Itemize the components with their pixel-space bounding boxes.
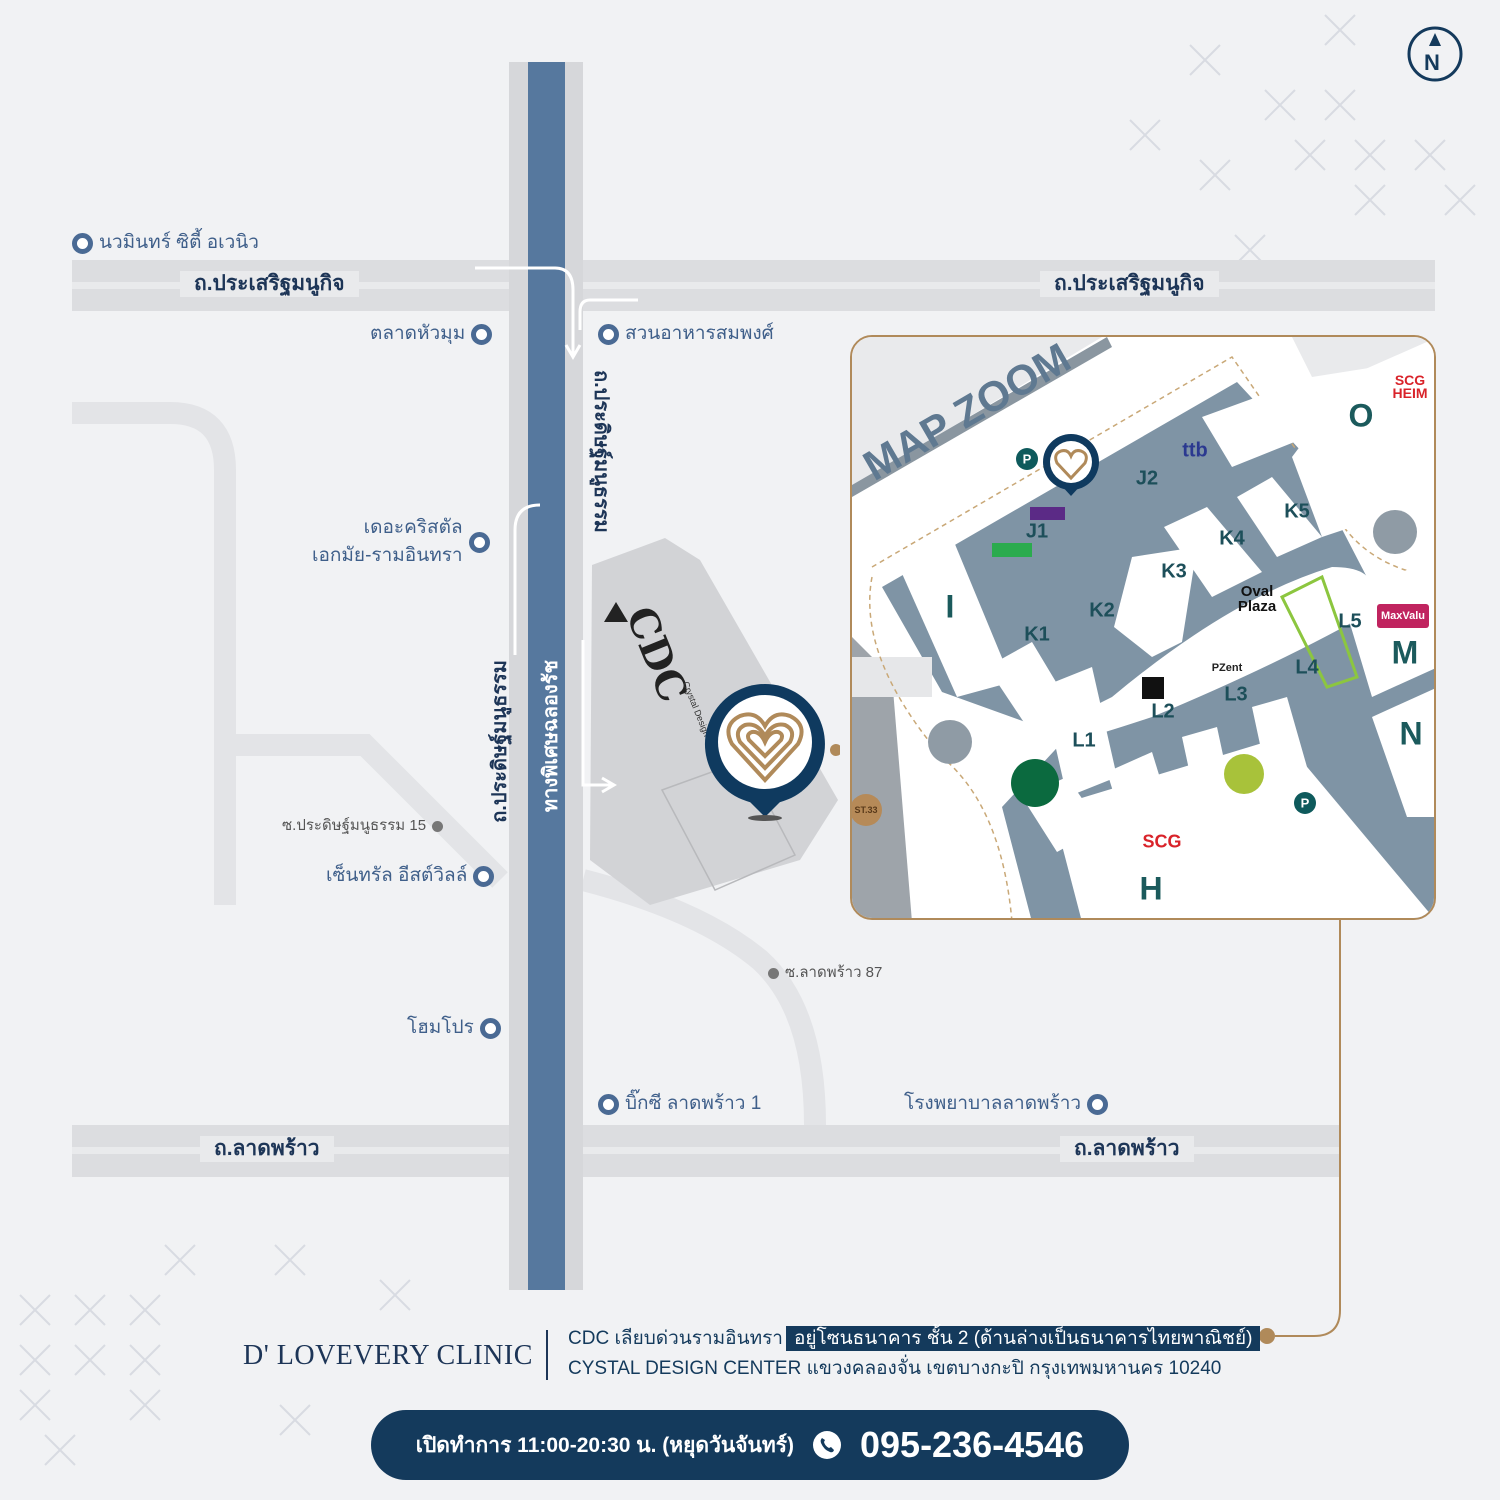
road-label: ถ.ประเสริฐมนูกิจ xyxy=(180,271,359,297)
dot-marker-icon xyxy=(768,967,779,979)
road-label: ถ.ลาดพร้าว xyxy=(1060,1136,1194,1162)
address: CDC เลียบด่วนรามอินทราอยู่โซนธนาคาร ชั้น… xyxy=(568,1325,1261,1383)
block-k3: K3 xyxy=(1161,560,1187,583)
block-k5: K5 xyxy=(1284,500,1310,523)
parking-icon xyxy=(1016,448,1038,470)
maxvalu-logo xyxy=(1377,604,1429,628)
parking-icon xyxy=(1294,792,1316,814)
location-marker-icon xyxy=(473,865,495,887)
block-o: O xyxy=(1348,397,1374,434)
pin-shadow xyxy=(748,815,782,821)
place-soi-87: ซ.ลาดพร้าว 87 xyxy=(768,962,882,984)
parking-label: P xyxy=(1022,451,1032,467)
st33-icon xyxy=(852,794,882,826)
block-n: N xyxy=(1399,715,1423,752)
block-l5: L5 xyxy=(1338,610,1362,633)
location-marker-icon xyxy=(1087,1093,1109,1115)
place-the-crystal: เดอะคริสตัลเอกมัย-รามอินทรา xyxy=(312,517,490,567)
contact-bar: เปิดทำการ 11:00-20:30 น. (หยุดวันจันทร์)… xyxy=(371,1410,1129,1480)
map-zoom-panel: MAP ZOOM J2 J1 I K1 K2 K3 K4 K5 L5 M L4 … xyxy=(850,335,1436,920)
dot-marker-icon xyxy=(432,820,444,832)
location-marker-icon xyxy=(479,1017,501,1039)
oval-plaza-label: Oval Plaza xyxy=(1237,583,1277,615)
clinic-location-pin[interactable] xyxy=(700,680,840,825)
place-soi-15: ซ.ประดิษฐ์มนูธรรม 15 xyxy=(282,815,444,837)
pet-park-icon xyxy=(1224,754,1264,794)
side-road-label: ถ.ประดิษฐ์มนูธรรม xyxy=(590,370,612,533)
road-label: ถ.ประเสริฐมนูกิจ xyxy=(1040,271,1219,297)
block-l3: L3 xyxy=(1224,683,1248,706)
location-marker-icon xyxy=(72,232,93,254)
location-marker-icon xyxy=(471,323,493,345)
block-m: M xyxy=(1391,634,1419,671)
parking-label: P xyxy=(1300,795,1310,811)
kasikorn-logo xyxy=(992,543,1032,557)
road-label: ถ.ลาดพร้าว xyxy=(200,1136,334,1162)
pzent-logo: PZent xyxy=(1211,662,1243,674)
block-k4: K4 xyxy=(1219,527,1245,550)
fish-pond-icon xyxy=(1373,510,1417,554)
place-central-eastville: เซ็นทรัล อีสต์วิลล์ xyxy=(326,865,495,887)
location-marker-icon xyxy=(468,531,490,553)
heart-logo-icon xyxy=(1054,449,1088,481)
st33-label: ST.33 xyxy=(854,805,878,815)
scg-heim-logo: SCG HEIM xyxy=(1392,372,1428,401)
phone-icon xyxy=(813,1431,841,1459)
store-logo xyxy=(1142,677,1164,699)
block-l2: L2 xyxy=(1151,700,1175,723)
place-homepro: โฮมโปร xyxy=(407,1017,501,1039)
place-hospital: โรงพยาบาลลาดพร้าว xyxy=(904,1093,1109,1115)
block-j2: J2 xyxy=(1135,467,1159,490)
heart-logo-icon xyxy=(726,712,804,783)
block-l1: L1 xyxy=(1072,729,1096,752)
place-market: ตลาดหัวมุม xyxy=(370,323,493,345)
place-nawamin-city-avenue: นวมินทร์ ซิตี้ อเวนิว xyxy=(72,232,259,254)
scb-logo xyxy=(1030,507,1065,520)
block-h: H xyxy=(1139,870,1163,907)
block-j1: J1 xyxy=(1025,520,1049,543)
location-marker-icon xyxy=(598,323,619,345)
block-i: I xyxy=(945,588,955,625)
block-k2: K2 xyxy=(1089,599,1115,622)
divider xyxy=(546,1330,548,1380)
north-compass-icon xyxy=(1407,26,1463,82)
opening-hours: เปิดทำการ 11:00-20:30 น. (หยุดวันจันทร์) xyxy=(415,1433,794,1457)
zoom-map-drawing xyxy=(852,337,1434,918)
cdc-triangle-icon xyxy=(604,602,628,622)
place-bigc: บิ๊กซี ลาดพร้าว 1 xyxy=(598,1093,761,1115)
phone-number[interactable]: 095-236-4546 xyxy=(860,1424,1085,1465)
decorative-crosses xyxy=(19,14,1476,1466)
bird-icon xyxy=(928,720,972,764)
scg-experience-logo: SCG xyxy=(1142,831,1182,852)
ttb-logo: ttb xyxy=(1182,439,1208,462)
maxvalu-label: MaxValu xyxy=(1380,610,1426,622)
place-food-park: สวนอาหารสมพงศ์ xyxy=(598,323,774,345)
block-k1: K1 xyxy=(1024,623,1050,646)
starbucks-icon xyxy=(1011,759,1059,807)
address-highlight: อยู่โซนธนาคาร ชั้น 2 (ด้านล่างเป็นธนาคาร… xyxy=(785,1326,1261,1351)
clinic-name: D' LOVEVERY CLINIC xyxy=(243,1340,533,1371)
location-marker-icon xyxy=(598,1093,619,1115)
compass-north-label: N xyxy=(1424,50,1440,75)
clinic-pin-small[interactable] xyxy=(1040,432,1102,502)
block-l4: L4 xyxy=(1295,656,1319,679)
